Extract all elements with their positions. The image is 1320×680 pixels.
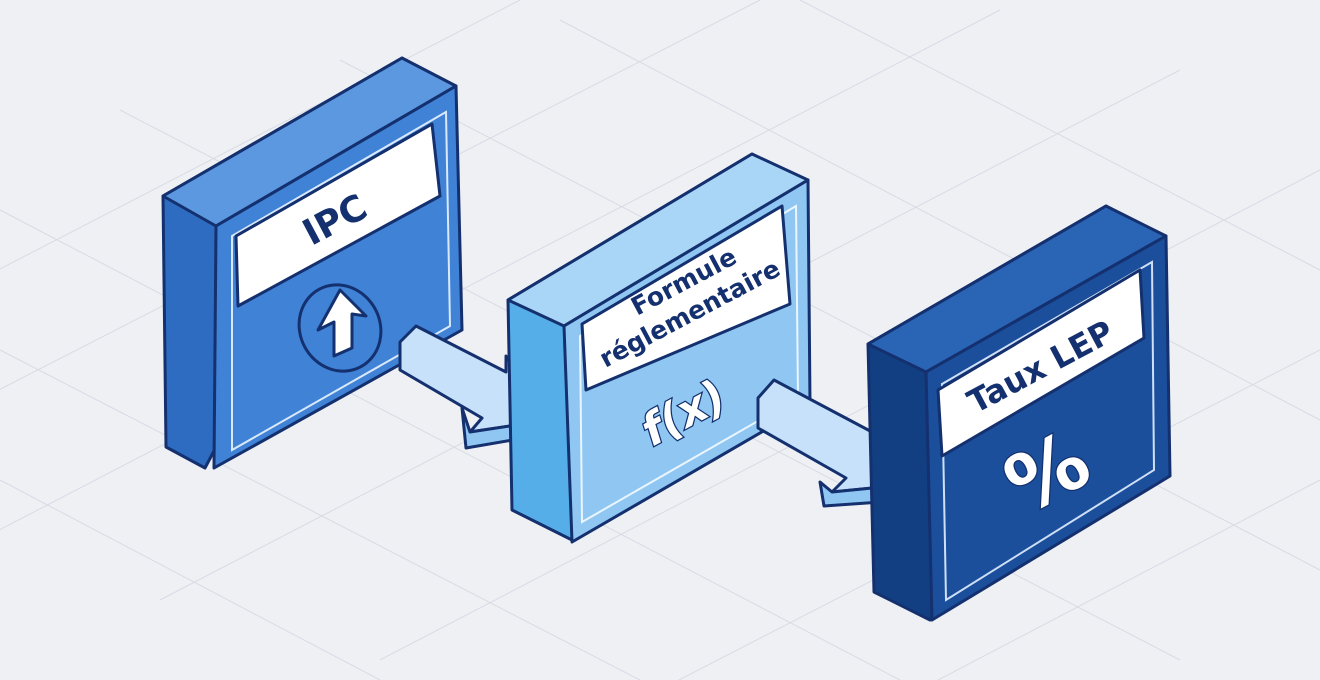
arrow-up-icon [297,283,383,373]
node-ipc: IPC [161,56,464,470]
node-ipc-inner-border [231,110,452,452]
node-formule-label-box [580,204,792,392]
node-taux-label-box [936,268,1146,458]
node-taux: Taux LEP % [866,204,1172,622]
node-ipc-label-box [234,122,442,308]
node-formule: Formule réglementaire f(x) [506,152,812,544]
node-taux-inner-border [940,260,1156,602]
